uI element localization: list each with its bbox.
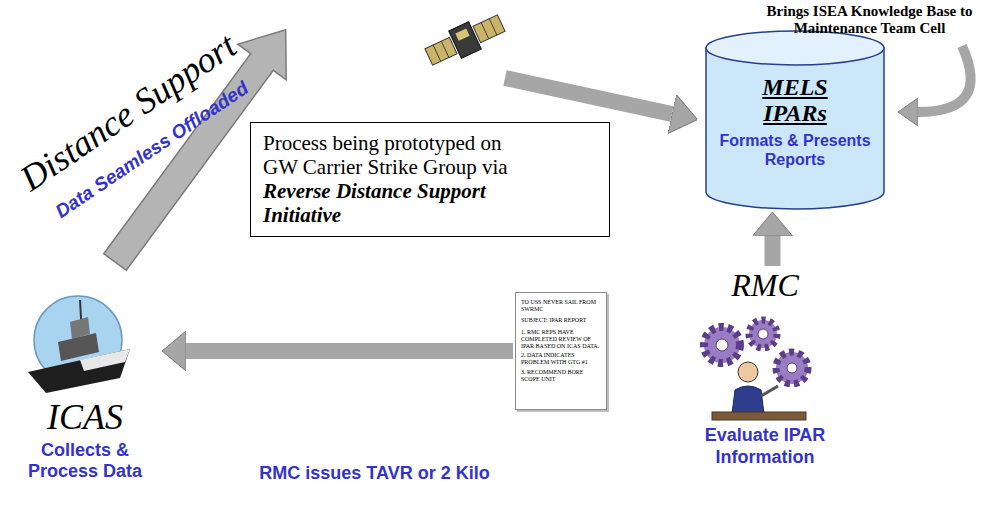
- rmc-node: RMC Evaluate IPAR Information: [690, 268, 840, 468]
- memo-item: 2. DATA INDICATES PROBLEM WITH GTG #1: [521, 352, 601, 366]
- gear-hole: [758, 329, 768, 339]
- initiative-name: Reverse Distance Support Initiative: [263, 179, 539, 227]
- ship-hull-light: [80, 349, 130, 371]
- system-node: ICASCollects & Process Data: [10, 290, 160, 483]
- note-text: Process being prototyped on GW Carrier S…: [263, 131, 539, 179]
- gear-hole: [787, 363, 797, 373]
- center-role: Evaluate IPAR Information: [690, 425, 840, 468]
- solar-panel: [473, 15, 505, 43]
- knowledge-arrow: [918, 46, 971, 112]
- downlink-arrow: [505, 78, 672, 114]
- gear: [776, 352, 808, 384]
- ship-hull: [28, 349, 130, 393]
- panel-line: [481, 23, 489, 39]
- panel-line: [489, 19, 497, 35]
- database-name: MELS: [711, 74, 879, 100]
- gear: [749, 320, 777, 348]
- panel-line: [433, 45, 441, 61]
- work-desk: [712, 412, 806, 420]
- memo-header: TO USS NEVER SAIL FROM SWRMC: [521, 299, 601, 313]
- system-role: Collects & Process Data: [10, 440, 160, 483]
- flow-arrow: [765, 236, 781, 266]
- cylinder-body: [706, 47, 884, 209]
- satellite-icon: [422, 10, 507, 71]
- knowledge-note: Brings ISEA Knowledge Base to Maintenanc…: [742, 3, 997, 38]
- database-content: IPARs: [711, 100, 879, 126]
- memo-subject: SUBJECT: IPAR REPORT: [521, 317, 601, 324]
- memo-item: 3. RECOMMEND BORE SCOPE UNIT: [521, 369, 601, 383]
- tool: [761, 386, 778, 396]
- flow-arrow: [186, 343, 513, 359]
- report-document: TO USS NEVER SAIL FROM SWRMC SUBJECT: IPA…: [515, 292, 607, 410]
- solar-panel: [425, 37, 457, 65]
- edge-label: RMC issues TAVR or 2 Kilo: [257, 463, 491, 484]
- database-cylinder: MELSIPARsFormats & Presents Reports: [705, 30, 885, 210]
- rmc-worker-icon: [704, 320, 808, 420]
- system-name: ICAS: [10, 398, 160, 438]
- worker-head: [738, 362, 758, 382]
- satellite-detail: [455, 28, 469, 40]
- gear: [704, 327, 740, 363]
- worker-body: [732, 386, 764, 414]
- center-name: RMC: [690, 268, 840, 303]
- memo-item: 1. RMC REPS HAVE COMPLETED REVIEW OF IPA…: [521, 329, 601, 351]
- ship-icon: [28, 296, 130, 393]
- note-box: Process being prototyped on GW Carrier S…: [250, 122, 610, 237]
- database-role: Formats & Presents Reports: [711, 131, 879, 169]
- ship-superstructure: [58, 333, 99, 361]
- gear-hole: [716, 339, 728, 351]
- panel-line: [441, 41, 449, 57]
